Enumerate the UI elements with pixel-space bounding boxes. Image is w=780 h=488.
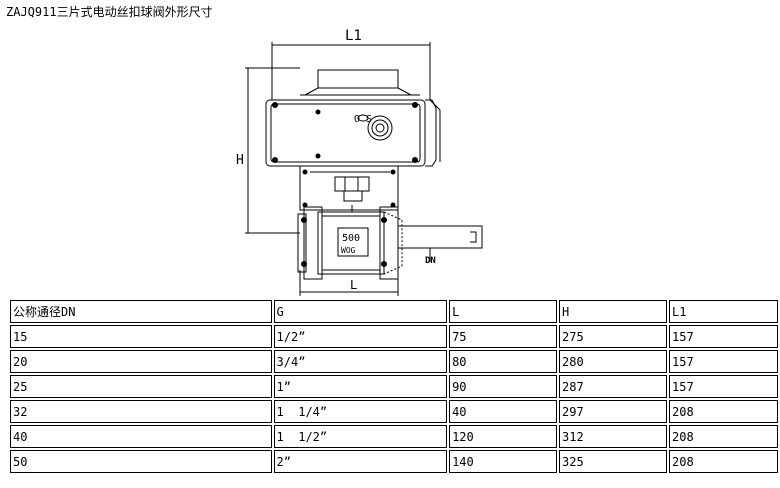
dim-h-label: H xyxy=(236,153,244,168)
table-cell: 75 xyxy=(449,325,558,348)
rating-plate-text: 500 xyxy=(342,233,360,244)
table-cell: 297 xyxy=(559,400,667,423)
table-cell: 208 xyxy=(669,400,778,423)
table-row: 50 2” 140 325 208 xyxy=(10,450,778,473)
table-cell: 32 xyxy=(10,400,272,423)
table-cell: 25 xyxy=(10,375,272,398)
table-cell: 2” xyxy=(273,450,448,473)
table-cell: 312 xyxy=(559,425,667,448)
dim-l-label: L xyxy=(350,278,357,292)
page-title: ZAJQ911三片式电动丝扣球阀外形尺寸 xyxy=(6,5,213,19)
table-cell: 40 xyxy=(10,425,272,448)
table-cell: 157 xyxy=(669,350,778,373)
dim-dn-label: DN xyxy=(425,256,436,266)
table-cell: 1 1/2” xyxy=(273,425,448,448)
indicator-label: O S xyxy=(354,114,372,125)
table-cell: 275 xyxy=(559,325,667,348)
table-cell: 157 xyxy=(669,325,778,348)
table-cell: 287 xyxy=(559,375,667,398)
table-cell: 1/2” xyxy=(273,325,448,348)
table-cell: 3/4” xyxy=(273,350,448,373)
table-cell: 80 xyxy=(449,350,558,373)
table-cell: 1” xyxy=(273,375,448,398)
table-cell: 50 xyxy=(10,450,272,473)
header-cell: H xyxy=(559,300,667,323)
table-cell: 120 xyxy=(449,425,558,448)
header-cell: L1 xyxy=(669,300,778,323)
table-cell: 40 xyxy=(449,400,558,423)
table-cell: 157 xyxy=(669,375,778,398)
table-cell: 90 xyxy=(449,375,558,398)
dimension-table: 公称通径DN G L H L1 15 1/2” 75 275 157 20 3/… xyxy=(8,298,780,475)
header-cell: L xyxy=(449,300,558,323)
rating-plate-sub: WOG xyxy=(341,246,356,255)
valve-outline-drawing: L1 H O S 500 WOG DN xyxy=(236,28,483,296)
table-cell: 280 xyxy=(559,350,667,373)
table-cell: 1 1/4” xyxy=(273,400,448,423)
table-cell: 208 xyxy=(669,425,778,448)
table-cell: 20 xyxy=(10,350,272,373)
table-row: 32 1 1/4” 40 297 208 xyxy=(10,400,778,423)
table-cell: 208 xyxy=(669,450,778,473)
table-row: 15 1/2” 75 275 157 xyxy=(10,325,778,348)
table-row: 40 1 1/2” 120 312 208 xyxy=(10,425,778,448)
table-cell: 325 xyxy=(559,450,667,473)
table-cell: 140 xyxy=(449,450,558,473)
table-header-row: 公称通径DN G L H L1 xyxy=(10,300,778,323)
dim-l1-label: L1 xyxy=(345,28,362,44)
table-cell: 15 xyxy=(10,325,272,348)
valve-body xyxy=(317,211,385,275)
header-cell: G xyxy=(273,300,448,323)
table-row: 20 3/4” 80 280 157 xyxy=(10,350,778,373)
header-cell: 公称通径DN xyxy=(10,300,272,323)
table-row: 25 1” 90 287 157 xyxy=(10,375,778,398)
actuator-body xyxy=(265,99,426,167)
